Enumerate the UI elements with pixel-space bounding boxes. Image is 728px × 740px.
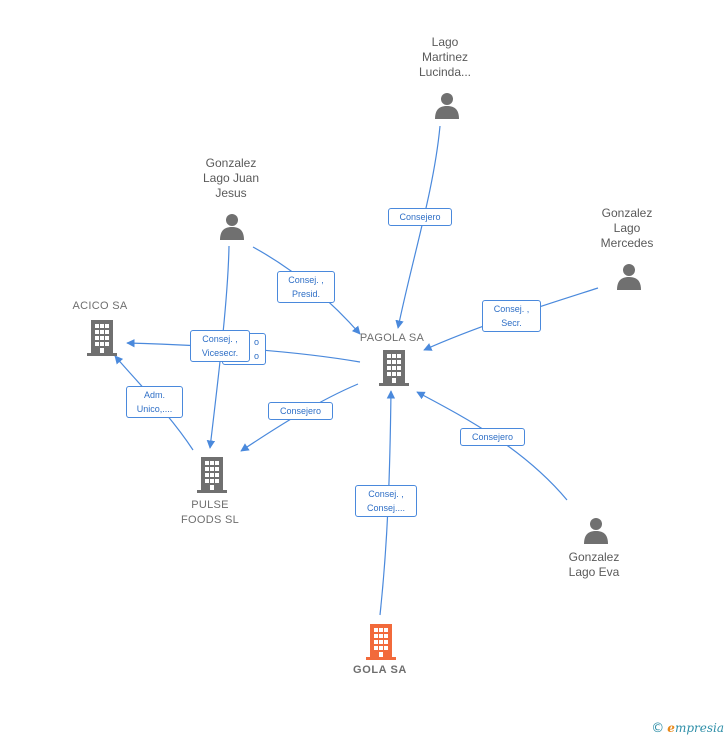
person-icon-gonzalez-mercedes[interactable] — [617, 264, 641, 290]
building-icon-pulse[interactable] — [197, 457, 227, 493]
node-label-pulse[interactable]: PULSE FOODS SL — [180, 499, 240, 526]
brand-name: mpresia — [674, 721, 724, 735]
person-icon-gonzalez-eva[interactable] — [584, 518, 608, 544]
empresia-logo[interactable]: ©empresia — [651, 721, 724, 736]
copyright-symbol: © — [651, 721, 665, 736]
edge-lago-pagola — [395, 125, 441, 329]
edge-label-mercedes-pagola: Consej. , Secr. — [482, 300, 541, 332]
node-label-lago-martinez[interactable]: Lago Martinez Lucinda... — [418, 35, 472, 79]
node-label-gola[interactable]: GOLA SA — [353, 664, 407, 676]
node-label-gonzalez-mercedes[interactable]: Gonzalez Lago Mercedes — [600, 206, 654, 250]
building-icon-pagola[interactable] — [379, 350, 409, 386]
node-label-gonzalez-juan[interactable]: Gonzalez Lago Juan Jesus — [202, 156, 260, 200]
edge-label-juan-acico: Consej. , Vicesecr. — [190, 330, 250, 362]
edge-label-juan-pagola: Consej. , Presid. — [277, 271, 335, 303]
edge-label-lago-pagola: Consejero — [388, 208, 452, 226]
person-icon-lago-martinez[interactable] — [435, 93, 459, 119]
node-label-pagola[interactable]: PAGOLA SA — [359, 332, 425, 344]
edge-label-eva-pagola: Consejero — [460, 428, 525, 446]
node-label-gonzalez-eva[interactable]: Gonzalez Lago Eva — [568, 550, 620, 579]
building-icon-acico[interactable] — [87, 320, 117, 356]
brand-initial: e — [667, 721, 675, 735]
node-label-acico[interactable]: ACICO SA — [72, 300, 128, 312]
edge-label-pulse-acico: Adm. Unico,.... — [126, 386, 183, 418]
building-icon-gola[interactable] — [366, 624, 396, 660]
edge-label-gola-pagola: Consej. , Consej.... — [355, 485, 417, 517]
edge-label-pagola-pulse: Consejero — [268, 402, 333, 420]
person-icon-gonzalez-juan[interactable] — [220, 214, 244, 240]
edge-eva-pagola — [416, 391, 568, 501]
